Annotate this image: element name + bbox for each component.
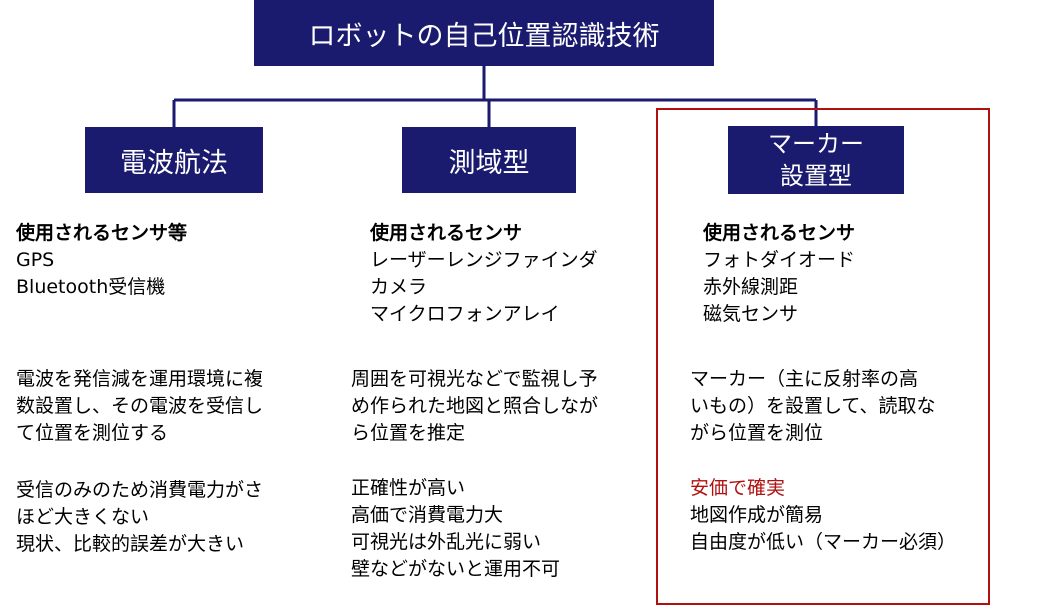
description-line: がら位置を測位 (690, 422, 824, 444)
description-line: いもの）を設置して、読取な (690, 395, 936, 417)
description-line: ら位置を推定 (351, 422, 466, 444)
node-radio-navigation: 電波航法 (85, 127, 263, 193)
marker-type-sensors: 使用されるセンサ フォトダイオード 赤外線測距 磁気センサ (703, 220, 855, 328)
description-line: て位置を測位する (16, 422, 169, 444)
trait-line: 地図作成が簡易 (690, 504, 824, 526)
trait-line: 自由度が低い（マーカー必須） (690, 531, 957, 553)
trait-line: 壁などがないと運用不可 (351, 558, 561, 580)
description-line: 数設置し、その電波を受信し (16, 395, 264, 417)
sensor-heading: 使用されるセンサ (703, 222, 856, 244)
sensor-item: レーザーレンジファインダ (370, 249, 598, 271)
trait-line: 受信のみのため消費電力がさ (16, 479, 264, 501)
trait-line: 正確性が高い (351, 477, 466, 499)
trait-line: 可視光は外乱光に弱い (351, 531, 542, 553)
radio-navigation-sensors: 使用されるセンサ等 GPS Bluetooth受信機 (16, 220, 187, 301)
sensor-item: GPS (16, 249, 55, 271)
marker-type-traits: 安価で確実 地図作成が簡易 自由度が低い（マーカー必須） (690, 475, 956, 556)
highlighted-trait: 安価で確実 (690, 477, 786, 499)
node-range-scanning: 測域型 (402, 127, 576, 193)
marker-type-description: マーカー（主に反射率の高 いもの）を設置して、読取な がら位置を測位 (690, 366, 935, 447)
sensor-item: 磁気センサ (703, 303, 799, 325)
sensor-item: 赤外線測距 (703, 276, 799, 298)
sensor-item: カメラ (370, 276, 428, 298)
sensor-heading: 使用されるセンサ (370, 222, 523, 244)
marker-type-highlight-frame (656, 108, 990, 605)
root-node-title: ロボットの自己位置認識技術 (254, 0, 714, 66)
range-scanning-traits: 正確性が高い 高価で消費電力大 可視光は外乱光に弱い 壁などがないと運用不可 (351, 475, 560, 583)
radio-navigation-traits: 受信のみのため消費電力がさ ほど大きくない 現状、比較的誤差が大きい (16, 477, 263, 558)
node-marker-type: マーカー 設置型 (728, 126, 904, 194)
trait-line: ほど大きくない (16, 506, 150, 528)
trait-line: 現状、比較的誤差が大きい (16, 533, 245, 555)
sensor-item: マイクロフォンアレイ (370, 303, 560, 325)
trait-line: 高価で消費電力大 (351, 504, 504, 526)
description-line: 電波を発信減を運用環境に複 (16, 368, 264, 390)
description-line: 周囲を可視光などで監視し予 (351, 368, 598, 390)
range-scanning-sensors: 使用されるセンサ レーザーレンジファインダ カメラ マイクロフォンアレイ (370, 220, 598, 328)
description-line: マーカー（主に反射率の高 (690, 368, 919, 390)
sensor-heading: 使用されるセンサ等 (16, 222, 188, 244)
radio-navigation-description: 電波を発信減を運用環境に複 数設置し、その電波を受信し て位置を測位する (16, 366, 263, 447)
description-line: め作られた地図と照合しなが (351, 395, 599, 417)
sensor-item: Bluetooth受信機 (16, 276, 166, 298)
sensor-item: フォトダイオード (703, 249, 856, 271)
range-scanning-description: 周囲を可視光などで監視し予 め作られた地図と照合しなが ら位置を推定 (351, 366, 598, 447)
